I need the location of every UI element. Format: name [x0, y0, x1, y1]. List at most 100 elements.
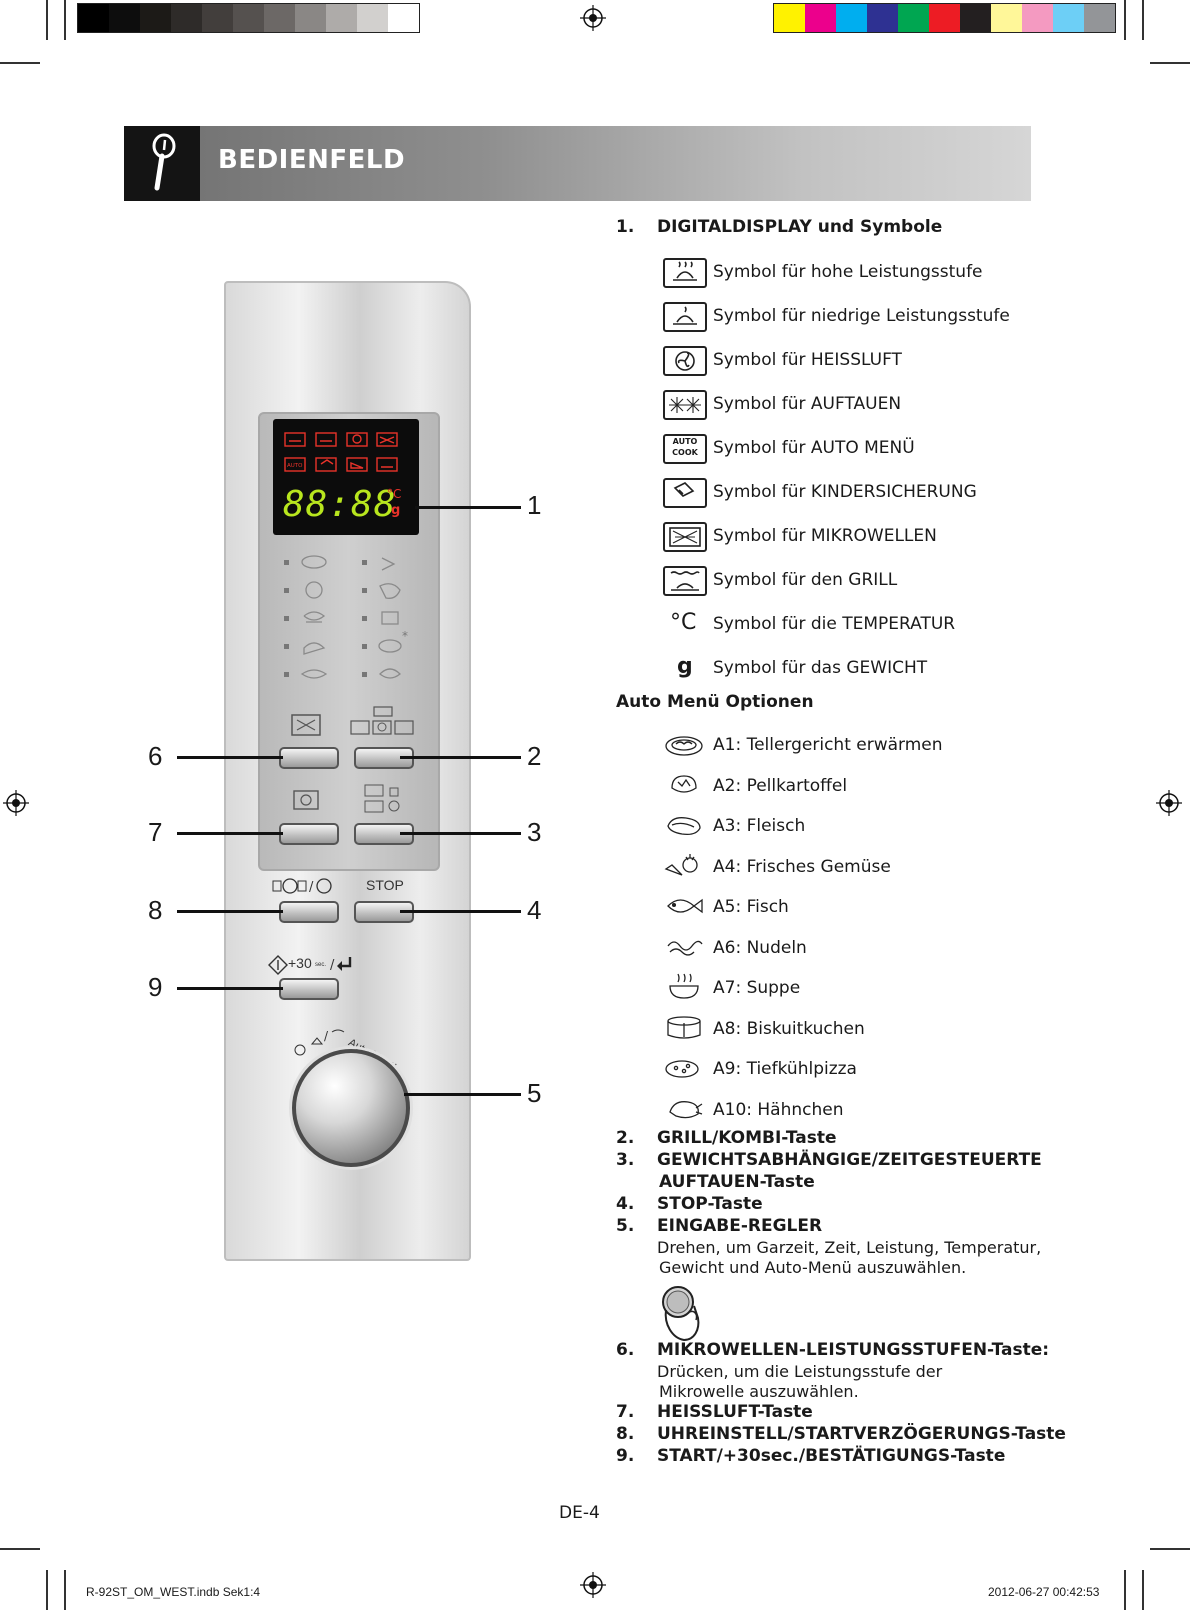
color-swatch	[295, 4, 326, 32]
start-30sec-confirm-button[interactable]	[279, 978, 339, 1000]
auto-menu-item-label: A1: Tellergericht erwärmen	[713, 735, 943, 755]
color-swatch	[836, 4, 867, 32]
crop-mark	[64, 0, 66, 40]
auto-menu-item-label: A3: Fleisch	[713, 816, 806, 836]
item-number: 5.	[616, 1216, 635, 1236]
auto-menu-title: Auto Menü Optionen	[616, 692, 814, 712]
low-power-icon	[663, 302, 707, 332]
color-swatch	[898, 4, 929, 32]
chicken-icon	[662, 1094, 706, 1124]
color-swatch	[326, 4, 357, 32]
child-lock-icon	[663, 478, 707, 508]
callout-number: 8	[148, 895, 163, 925]
item-title: MIKROWELLEN-LEISTUNGSSTUFEN-Taste:	[657, 1340, 1050, 1360]
callout-line	[400, 910, 521, 913]
auto-menu-item-label: A8: Biskuitkuchen	[713, 1018, 865, 1039]
color-swatch	[78, 4, 109, 32]
stop-label: STOP	[366, 877, 404, 893]
defrost-icon	[663, 390, 707, 420]
item-description: Mikrowelle auszuwählen.	[659, 1382, 859, 1401]
clock-delay-symbol-icon: /	[272, 878, 332, 895]
color-swatch	[140, 4, 171, 32]
section-header-bar	[124, 126, 1031, 201]
symbol-label: Symbol für AUFTAUEN	[713, 394, 902, 414]
color-swatch	[1084, 4, 1115, 32]
registration-mark-icon	[3, 790, 29, 816]
section-number: 1.	[616, 217, 635, 237]
input-dial[interactable]	[292, 1049, 410, 1167]
callout-line	[404, 1093, 521, 1096]
display-digits: 88:88	[283, 484, 397, 525]
color-swatch	[357, 4, 388, 32]
color-swatch	[264, 4, 295, 32]
frozen-pizza-icon	[662, 1053, 706, 1083]
item-title: STOP-Taste	[657, 1194, 763, 1214]
crop-mark	[1150, 1548, 1190, 1550]
symbol-label: Symbol für die TEMPERATUR	[713, 614, 956, 634]
enter-arrow-icon: /	[330, 957, 352, 973]
header-icon-box	[124, 126, 200, 201]
digital-display: AUTO	[273, 419, 419, 535]
symbol-label: Symbol für HEISSLUFT	[713, 350, 902, 370]
item-description: Drücken, um die Leistungsstufe der	[657, 1362, 943, 1381]
color-swatch	[109, 4, 140, 32]
auto-cook-icon: AUTO COOK	[663, 434, 707, 464]
callout-line	[400, 832, 521, 835]
crop-mark	[46, 1570, 48, 1610]
color-swatch	[960, 4, 991, 32]
item-description: Drehen, um Garzeit, Zeit, Leistung, Temp…	[657, 1238, 1042, 1257]
item-number: 8.	[616, 1424, 635, 1444]
auto-menu-item-label: A9: Tiefkühlpizza	[713, 1059, 857, 1079]
callout-line	[177, 910, 283, 913]
crop-mark	[1142, 1570, 1144, 1610]
info-pen-icon	[152, 133, 176, 191]
auto-menu-item-label: A4: Frisches Gemüse	[713, 856, 891, 877]
crop-mark	[0, 1548, 40, 1550]
start-label: +30	[288, 955, 312, 971]
grill-combi-symbol-icon	[350, 706, 414, 735]
crop-mark	[46, 0, 48, 40]
page-title: BEDIENFELD	[218, 145, 406, 175]
jacket-potato-icon	[662, 770, 706, 800]
high-power-icon	[663, 258, 707, 288]
callout-number: 2	[527, 741, 542, 771]
symbol-label: Symbol für MIKROWELLEN	[713, 526, 937, 546]
crop-mark	[0, 62, 40, 64]
microwave-power-symbol-icon	[291, 714, 321, 736]
convection-button[interactable]	[279, 823, 339, 845]
color-swatch	[388, 4, 419, 32]
svg-text:*: *	[402, 629, 408, 643]
clock-delay-start-button[interactable]	[279, 901, 339, 923]
svg-text:/: /	[324, 1029, 329, 1043]
color-swatch	[774, 4, 805, 32]
auto-menu-item-label: A5: Fisch	[713, 897, 789, 917]
display-celsius: °C	[387, 487, 402, 501]
soup-icon	[662, 972, 706, 1002]
symbol-label: Symbol für KINDERSICHERUNG	[713, 482, 977, 502]
auto-menu-item-label: A2: Pellkartoffel	[713, 775, 848, 796]
item-number: 6.	[616, 1340, 635, 1360]
pasta-icon	[662, 932, 706, 962]
convection-symbol-icon	[293, 790, 319, 810]
item-title-continued: AUFTAUEN-Taste	[659, 1172, 815, 1192]
symbol-label: Symbol für AUTO MENÜ	[713, 438, 915, 458]
registration-mark-icon	[580, 5, 606, 31]
color-swatch	[1022, 4, 1053, 32]
sponge-cake-icon	[662, 1013, 706, 1043]
crop-mark	[1150, 62, 1190, 64]
item-title: HEISSLUFT-Taste	[657, 1402, 813, 1422]
callout-number: 5	[527, 1078, 542, 1108]
color-calibration-bar-left	[77, 3, 420, 33]
microwave-power-button[interactable]	[279, 747, 339, 769]
callout-line	[415, 506, 521, 509]
crop-mark	[64, 1570, 66, 1610]
callout-number: 1	[527, 490, 542, 520]
celsius-icon: °C	[670, 610, 697, 635]
auto-menu-item-label: A7: Suppe	[713, 978, 801, 998]
display-gram: g	[391, 503, 401, 518]
color-swatch	[929, 4, 960, 32]
crop-mark	[1124, 0, 1126, 40]
callout-line	[400, 756, 521, 759]
vegetables-icon	[662, 851, 706, 881]
item-title: GEWICHTSABHÄNGIGE/ZEITGESTEUERTE	[657, 1150, 1042, 1170]
